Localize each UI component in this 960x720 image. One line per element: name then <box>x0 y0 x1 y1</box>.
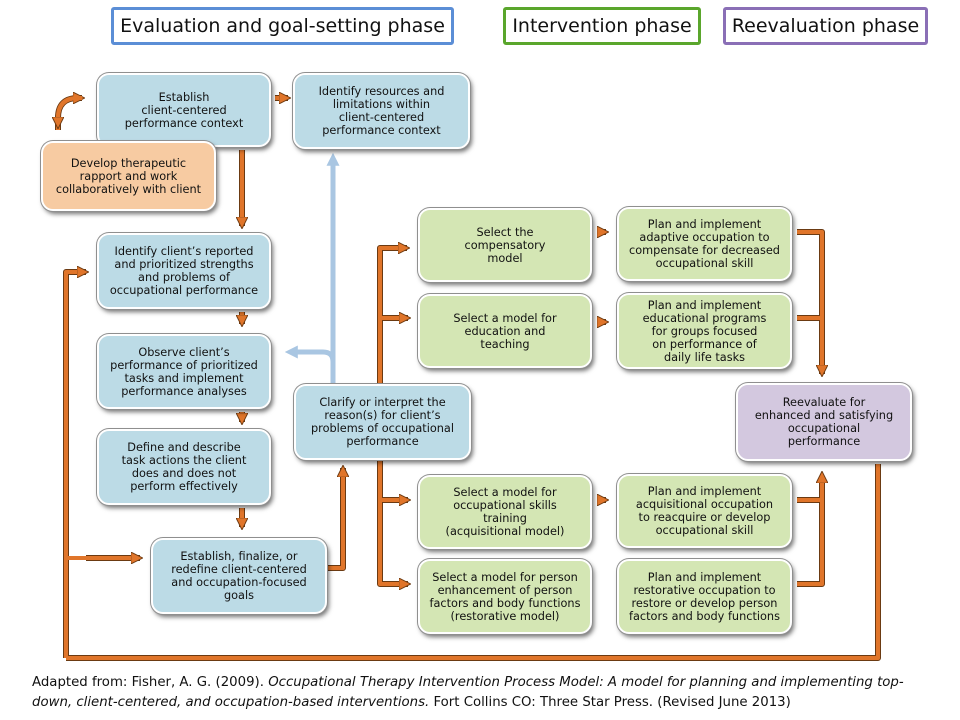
phase-header-intervention: Intervention phase <box>503 7 701 45</box>
citation-suffix: Fort Collins CO: Three Star Press. (Revi… <box>429 695 791 710</box>
box-establish-context: Establish client-centered performance co… <box>97 73 271 147</box>
box-identify-resources: Identify resources and limitations withi… <box>293 73 470 149</box>
blue-arrows <box>284 152 340 392</box>
phase-header-evaluation: Evaluation and goal-setting phase <box>111 7 454 45</box>
orange-arrows <box>58 98 880 660</box>
phase-header-reevaluation: Reevaluation phase <box>723 7 928 45</box>
box-plan-adaptive: Plan and implement adaptive occupation t… <box>617 207 792 281</box>
box-establish-goals: Establish, finalize, or redefine client-… <box>151 538 327 614</box>
box-plan-acquisitional: Plan and implement acquisitional occupat… <box>617 474 792 548</box>
box-observe-performance: Observe client’s performance of prioriti… <box>97 334 271 409</box>
box-develop-rapport: Develop therapeutic rapport and work col… <box>41 141 216 211</box>
box-select-compensatory: Select the compensatory model <box>418 208 592 282</box>
box-define-task-actions: Define and describe task actions the cli… <box>97 429 271 505</box>
box-clarify-reasons: Clarify or interpret the reason(s) for c… <box>294 384 471 460</box>
box-select-education: Select a model for education and teachin… <box>418 294 592 368</box>
box-reevaluate: Reevaluate for enhanced and satisfying o… <box>736 383 912 461</box>
citation-title: Occupational Therapy Intervention Proces… <box>32 675 904 710</box>
citation-prefix: Adapted from: Fisher, A. G. (2009). <box>32 675 269 690</box>
box-identify-strengths: Identify client’s reported and prioritiz… <box>97 233 271 309</box>
box-select-restorative: Select a model for person enhancement of… <box>418 559 592 634</box>
box-select-acquisitional: Select a model for occupational skills t… <box>418 475 592 549</box>
citation: Adapted from: Fisher, A. G. (2009). Occu… <box>32 673 942 713</box>
box-plan-educational: Plan and implement educational programs … <box>617 293 792 369</box>
box-plan-restorative: Plan and implement restorative occupatio… <box>617 559 792 634</box>
